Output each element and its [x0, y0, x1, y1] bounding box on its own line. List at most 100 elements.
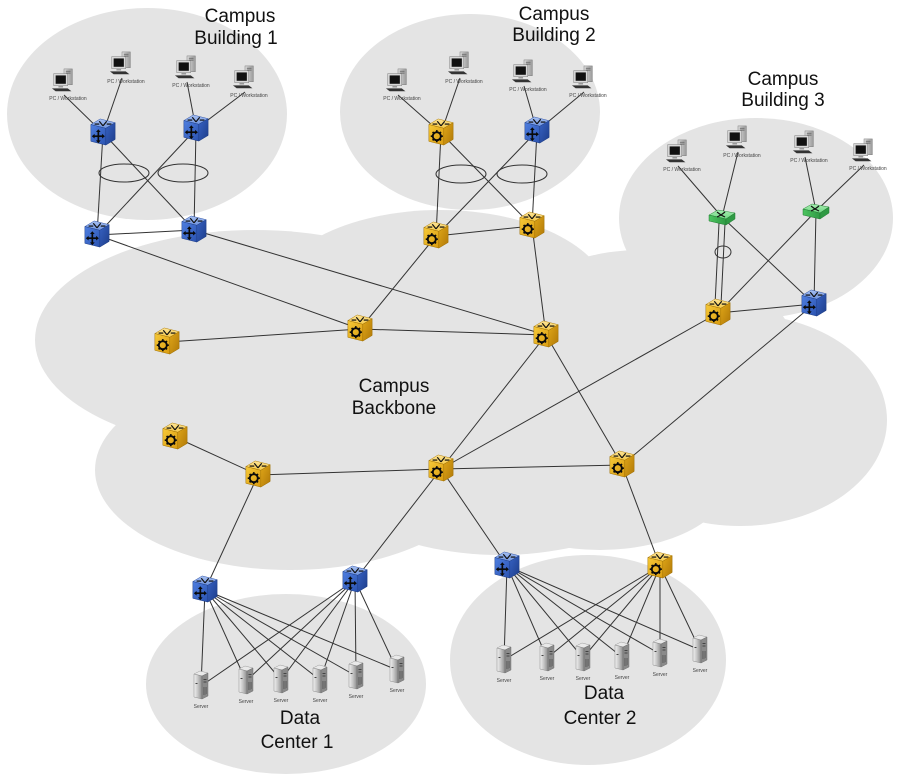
device-label: Server: [349, 694, 364, 700]
link-bb4-bb5: [174, 436, 259, 476]
server-node-dc2s2[interactable]: Server: [539, 642, 555, 682]
device-label: PC / Workstation: [663, 167, 701, 173]
router-node-bb6[interactable]: [427, 453, 455, 483]
router-node-b2d2[interactable]: [518, 210, 546, 240]
server-node-dc1s6[interactable]: Server: [389, 654, 405, 694]
server-node-dc1s4[interactable]: Server: [312, 664, 328, 704]
server-node-dc1s1[interactable]: Server: [193, 670, 209, 710]
server-node-dc2s1[interactable]: Server: [496, 644, 512, 684]
device-label: PC / Workstation: [509, 87, 547, 93]
router-gear-icon: [427, 453, 455, 483]
server-icon: [389, 654, 405, 684]
switch-node-dc1b[interactable]: [342, 565, 368, 593]
workstation-node-b2pc2[interactable]: PC / Workstation: [445, 51, 483, 85]
server-icon: [273, 664, 289, 694]
link-dc2a-dc2s1: [503, 565, 508, 661]
workstation-node-b1pc3[interactable]: PC / Workstation: [172, 55, 210, 89]
link-b1d1-bb2: [96, 234, 361, 330]
nodes: PC / Workstation PC / Workstation PC / Wor…: [49, 51, 887, 710]
link-dc2a-dc2s3: [506, 565, 584, 659]
link-bb3-bb6: [440, 334, 547, 470]
workstation-node-b2pc1[interactable]: PC / Workstation: [383, 68, 421, 102]
link-dc2b-dc2s6: [659, 565, 701, 651]
server-icon: [652, 638, 668, 668]
server-node-dc2s3[interactable]: Server: [575, 642, 591, 682]
device-label: Server: [194, 704, 209, 710]
router-node-b3d1[interactable]: [704, 297, 732, 327]
zone-building-1-area: [7, 8, 287, 220]
router-gear-icon: [153, 326, 181, 356]
link-b1d1-b1d2: [96, 229, 195, 236]
workstation-node-b2pc3[interactable]: PC / Workstation: [509, 59, 547, 93]
link-b3pc2-b3a1: [721, 151, 739, 218]
router-node-b2a1[interactable]: [427, 117, 455, 147]
router-node-bb7[interactable]: [608, 449, 636, 479]
link-b3pc1-b3a1: [677, 165, 723, 218]
switch-node-dc2a[interactable]: [494, 551, 520, 579]
router-gear-icon: [532, 319, 560, 349]
link-dc1a-dc1s5: [204, 589, 357, 677]
server-node-dc2s4[interactable]: Server: [614, 641, 630, 681]
server-node-dc1s2[interactable]: Server: [238, 665, 254, 705]
device-label: Server: [390, 688, 405, 694]
workstation-node-b3pc1[interactable]: PC / Workstation: [663, 139, 701, 173]
switch-node-b2a2[interactable]: [524, 116, 550, 144]
server-icon: [692, 634, 708, 664]
workstation-node-b3pc3[interactable]: PC / Workstation: [790, 130, 828, 164]
device-label: PC / Workstation: [49, 96, 87, 102]
link-bb1-bb2: [166, 328, 361, 343]
link-dc2b-dc2s2: [546, 565, 661, 659]
server-node-dc2s6[interactable]: Server: [692, 634, 708, 674]
server-icon: [496, 644, 512, 674]
router-gear-icon: [608, 449, 636, 479]
workstation-node-b2pc4[interactable]: PC / Workstation: [569, 65, 607, 99]
switch-node-b1a1[interactable]: [90, 118, 116, 146]
link-bb6-dc2a: [440, 468, 508, 567]
switch-node-dc1a[interactable]: [192, 575, 218, 603]
workstation-node-b3pc2[interactable]: PC / Workstation: [723, 125, 761, 159]
router-node-bb3[interactable]: [532, 319, 560, 349]
switch-node-b1d2[interactable]: [181, 215, 207, 243]
server-icon: [575, 642, 591, 672]
device-label: Server: [313, 698, 328, 704]
link-b2a1-b2d2: [440, 132, 533, 227]
switch-node-b1a2[interactable]: [183, 114, 209, 142]
server-node-dc1s3[interactable]: Server: [273, 664, 289, 704]
lag-ring: [496, 164, 548, 184]
link-dc1a-dc1s3: [204, 589, 282, 681]
link-b1d2-bb3: [193, 229, 547, 336]
link-b2d1-b2d2: [435, 225, 533, 237]
switch-icon: [524, 116, 550, 144]
router-node-bb4[interactable]: [161, 421, 189, 451]
link-b2a2-b2d2: [531, 130, 538, 227]
link-b1a1-b1d2: [102, 132, 195, 231]
switch-icon: [181, 215, 207, 243]
server-node-dc1s5[interactable]: Server: [348, 660, 364, 700]
router-node-bb1[interactable]: [153, 326, 181, 356]
server-node-dc2s5[interactable]: Server: [652, 638, 668, 678]
link-b3pc3-b3a2: [804, 156, 817, 212]
router-node-b2d1[interactable]: [422, 220, 450, 250]
link-dc2b-dc2s1: [503, 565, 661, 661]
switch-node-b1d1[interactable]: [84, 220, 110, 248]
switch-icon: [192, 575, 218, 603]
link-dc1b-dc1s6: [354, 579, 398, 671]
device-label: PC / Workstation: [107, 79, 145, 85]
switch-node-b3d2[interactable]: [801, 289, 827, 317]
workstation-node-b1pc4[interactable]: PC / Workstation: [230, 65, 268, 99]
router-node-bb5[interactable]: [244, 459, 272, 489]
workstation-node-b1pc2[interactable]: PC / Workstation: [107, 51, 145, 85]
link-dc2a-dc2s2: [506, 565, 548, 659]
router-gear-icon: [427, 117, 455, 147]
link-b3a2-b3d2: [813, 210, 817, 305]
router-gear-icon: [161, 421, 189, 451]
device-label: Server: [576, 676, 591, 682]
workstation-node-b3pc4[interactable]: PC / Workstation: [849, 138, 887, 172]
router-node-bb2[interactable]: [346, 313, 374, 343]
router-node-dc2b[interactable]: [646, 550, 674, 580]
workstation-node-b1pc1[interactable]: PC / Workstation: [49, 68, 87, 102]
link-dc1a-dc1s1: [200, 589, 206, 687]
